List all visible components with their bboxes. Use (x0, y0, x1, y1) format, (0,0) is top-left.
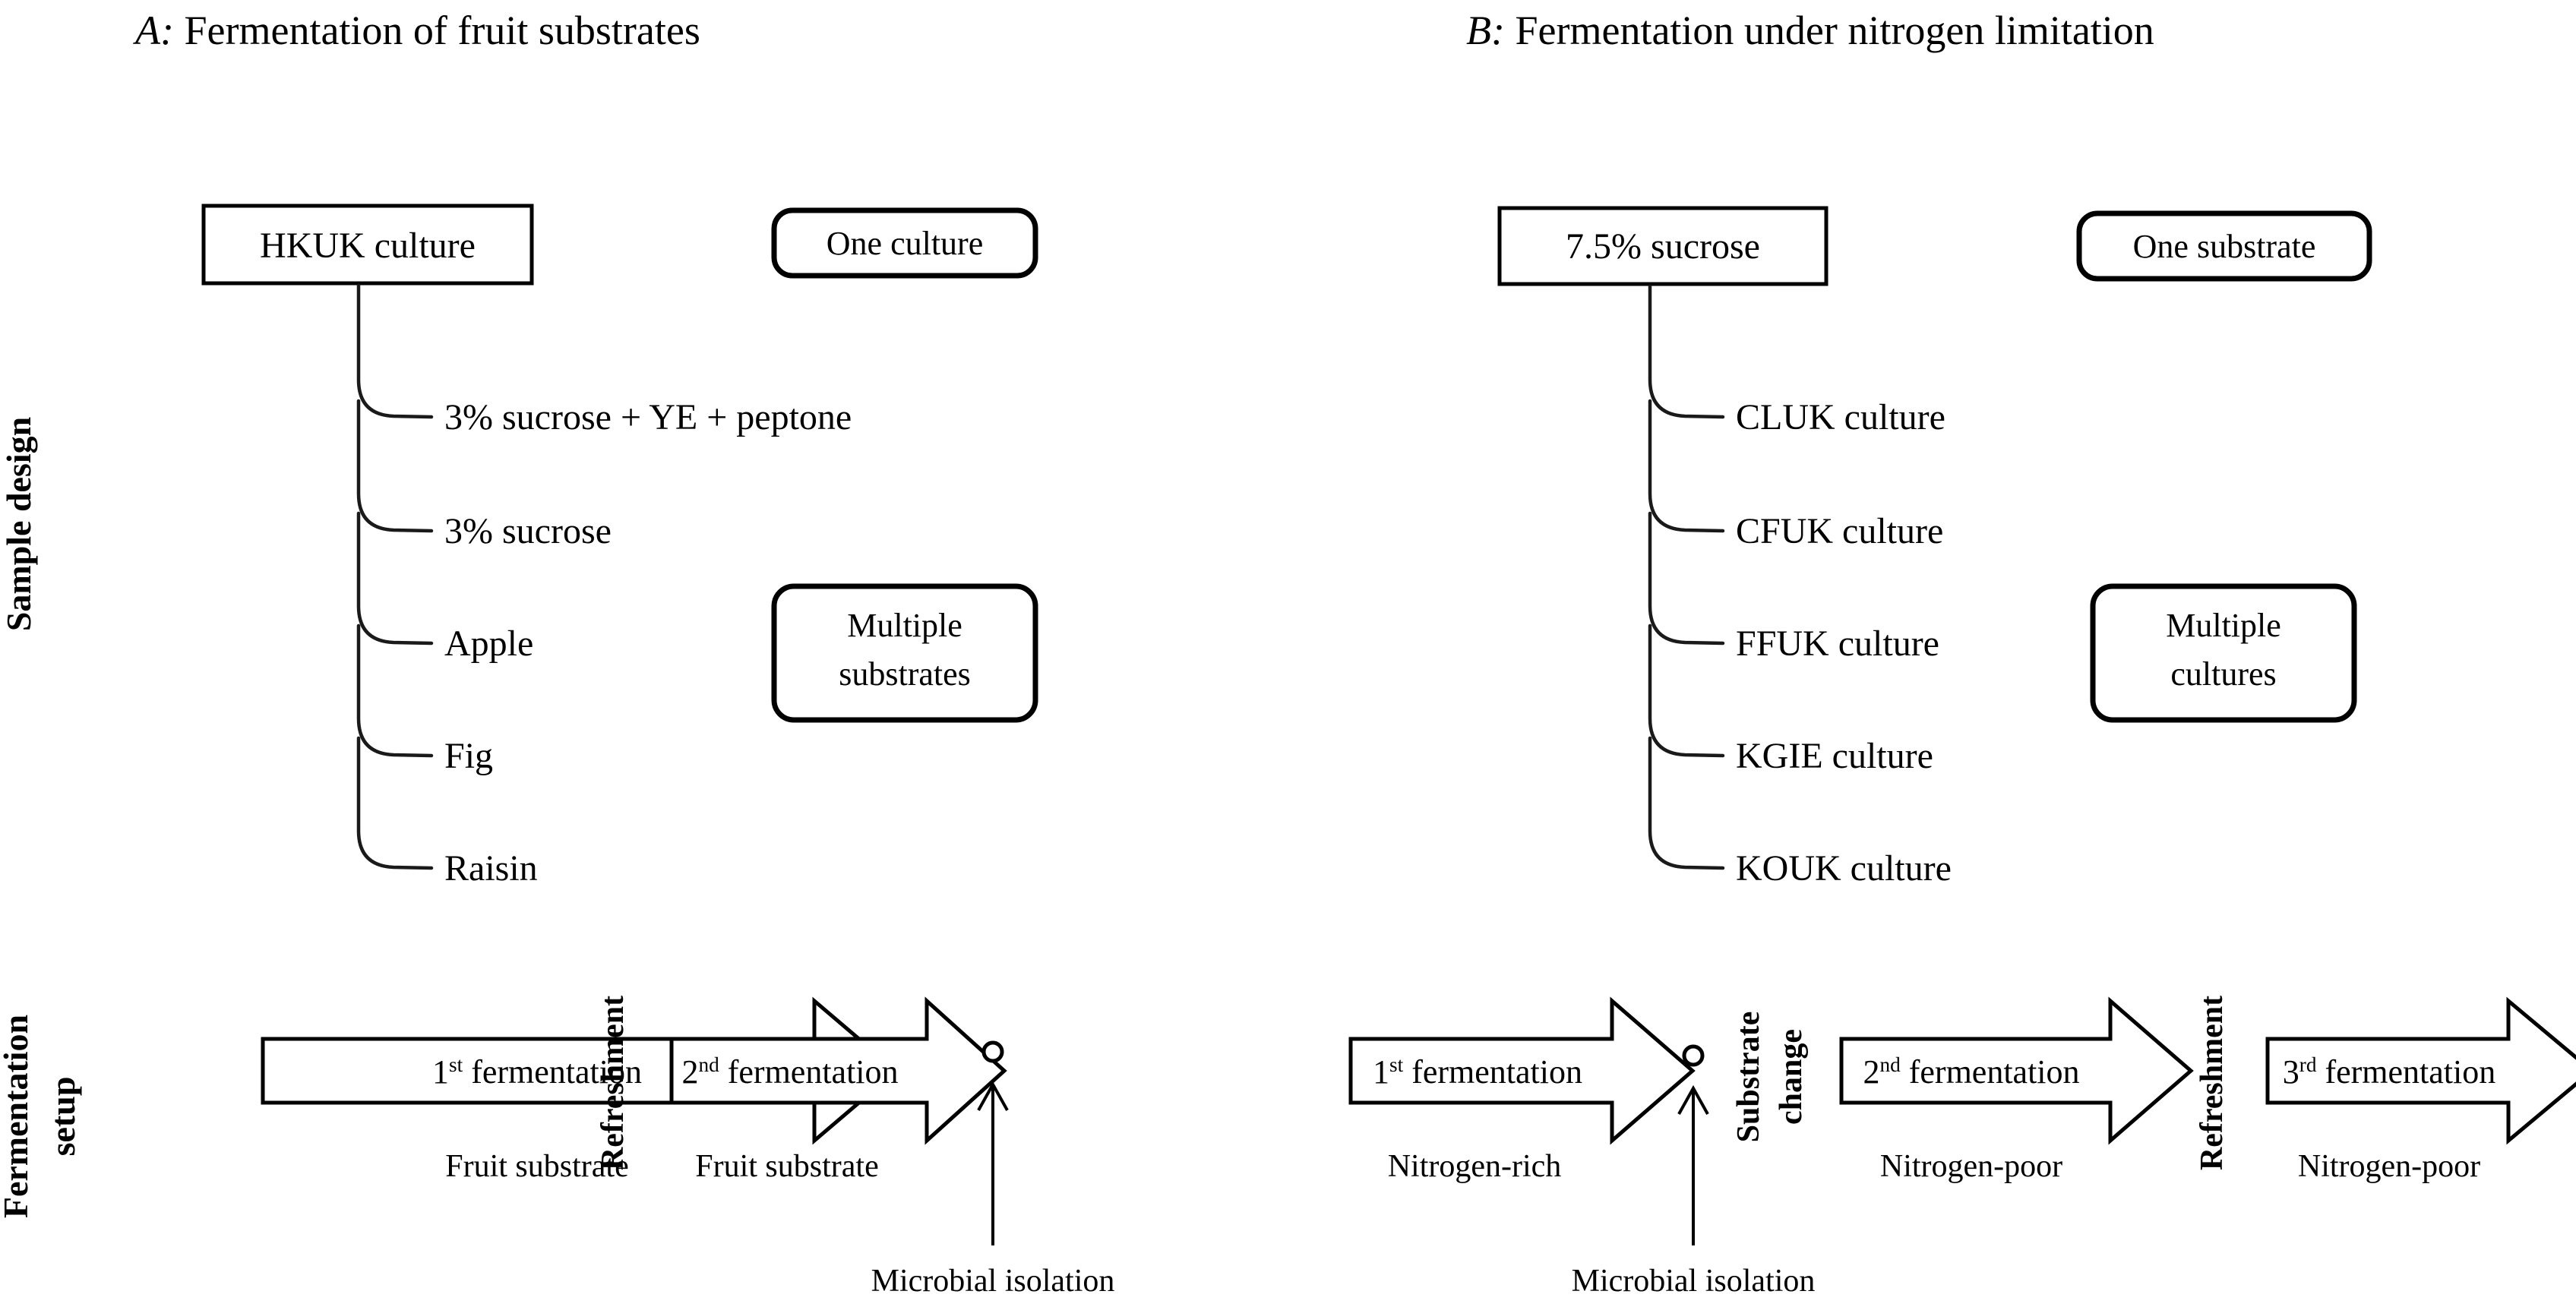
panel-a-isolation-arrow-head (977, 1081, 1009, 1111)
panel-b-step-1-arrow (1348, 996, 1696, 1145)
panel-a-connector-2 (356, 399, 434, 533)
panel-b-legend-one-substrate-box (2076, 210, 2372, 282)
panel-b-step-3-sublabel: Nitrogen-poor (2298, 1149, 2480, 1184)
panel-b-separator-refreshment: Refreshment (2195, 996, 2230, 1170)
panel-a-isolation-label: Microbial isolation (871, 1264, 1115, 1299)
panel-a-step-2-text: fermentation (719, 1053, 899, 1091)
panel-a-separator-refreshment: Refreshment (596, 996, 631, 1170)
panel-a-connector-4 (356, 623, 434, 758)
panel-a-step-1-label: 1st fermentation (432, 1053, 642, 1091)
panel-b-step-3-arrow (2265, 996, 2576, 1145)
panel-b-step-2-text: fermentation (1901, 1053, 2080, 1091)
panel-a-branch-label-2: 3% sucrose (444, 511, 612, 551)
panel-b-step-2-ordinal: 2 (1863, 1053, 1879, 1091)
panel-a-step-2-arrow (669, 996, 1007, 1145)
panel-b-step-1-text: fermentation (1403, 1053, 1582, 1091)
panel-b-connector-3 (1648, 511, 1725, 646)
panel-a-root-box (201, 204, 534, 286)
panel-a-legend-one-culture-box (771, 207, 1038, 279)
panel-a-step-2-ordinal: 2 (681, 1053, 698, 1091)
panel-b-branch-label-2: CFUK culture (1736, 511, 1943, 551)
row-label-fermentation-setup: Fermentation setup (0, 1015, 82, 1218)
panel-a-connector-1 (356, 283, 434, 419)
panel-b-step-2-arrow (1839, 996, 2194, 1145)
panel-b-separator-substrate-change-line2: change (1774, 1029, 1809, 1125)
panel-b-connector-2 (1648, 399, 1725, 533)
panel-b-legend-multiple-cultures-line2: cultures (2170, 655, 2276, 693)
panel-b-step-2-sublabel: Nitrogen-poor (1880, 1149, 2062, 1184)
panel-b-step-3-text: fermentation (2316, 1053, 2495, 1091)
panel-a-title: A: Fermentation of fruit substrates (133, 8, 700, 53)
panel-b-connector-1 (1648, 284, 1725, 419)
panel-a-step-2-sublabel: Fruit substrate (695, 1149, 878, 1184)
panel-b-title-separator: : (1491, 8, 1505, 53)
panel-b-branch-label-3: FFUK culture (1736, 623, 1939, 664)
panel-a-legend-one-culture-label: One culture (827, 225, 983, 262)
panel-b-root-label: 7.5% sucrose (1566, 226, 1760, 267)
panel-a-connector-5 (356, 736, 434, 870)
panel-b-branch-label-5: KOUK culture (1736, 848, 1952, 889)
panel-b: B: Fermentation under nitrogen limitatio… (1348, 8, 2576, 1299)
panel-a: A: Fermentation of fruit substrates HKUK… (133, 8, 1114, 1299)
panel-b-step-1-ordinal: 1 (1373, 1053, 1389, 1091)
panel-a-branch-label-3: Apple (444, 623, 533, 664)
panel-a-root-label: HKUK culture (260, 226, 476, 266)
panel-b-legend-multiple-cultures-line1: Multiple (2166, 607, 2281, 644)
panel-b-isolation-arrow-head (1677, 1084, 1709, 1115)
panel-b-isolation-circle (1682, 1044, 1705, 1067)
panel-a-step-2-label: 2nd fermentation (681, 1053, 898, 1091)
panel-b-separator-substrate-change-line1: Substrate (1731, 1012, 1766, 1143)
panel-a-step-2-ordinal-suffix: nd (698, 1053, 719, 1076)
panel-b-step-1-ordinal-suffix: st (1389, 1053, 1404, 1076)
panel-a-title-text: Fermentation of fruit substrates (174, 8, 700, 53)
panel-a-branch-label-1: 3% sucrose + YE + peptone (444, 397, 852, 437)
panel-a-title-separator: : (160, 8, 174, 53)
panel-b-step-1-label: 1st fermentation (1373, 1053, 1582, 1091)
row-label-fermentation-setup-line2: setup (43, 1077, 82, 1157)
panel-a-legend-multiple-substrates-line1: Multiple (847, 607, 962, 644)
panel-b-branch-connectors (1648, 284, 1725, 870)
panel-b-step-2-ordinal-suffix: nd (1879, 1053, 1901, 1076)
panel-b-step-1-sublabel: Nitrogen-rich (1388, 1149, 1562, 1184)
panel-b-isolation-label: Microbial isolation (1572, 1264, 1816, 1299)
row-label-sample-design: Sample design (0, 417, 38, 631)
panel-b-legend-one-substrate-label: One substrate (2133, 228, 2316, 265)
panel-a-step-1-ordinal: 1 (432, 1053, 449, 1091)
panel-a-branch-label-4: Fig (444, 736, 493, 776)
panel-a-isolation-circle (981, 1040, 1004, 1063)
panel-b-connector-4 (1648, 623, 1725, 758)
panel-a-legend-multiple-substrates-box (771, 583, 1038, 723)
panel-a-step-1-ordinal-suffix: st (449, 1053, 463, 1076)
panel-a-step-1-arrow (261, 996, 899, 1145)
panel-a-step-1-sublabel: Fruit substrate (445, 1149, 628, 1184)
panel-b-legend-multiple-cultures-box (2090, 583, 2357, 723)
panel-a-branch-label-5: Raisin (444, 848, 538, 889)
panel-b-step-3-label: 3rd fermentation (2283, 1053, 2496, 1091)
panel-b-branch-label-4: KGIE culture (1736, 736, 1933, 776)
panel-a-legend-multiple-substrates-line2: substrates (839, 655, 971, 693)
panel-b-connector-5 (1648, 736, 1725, 870)
panel-b-title-text: Fermentation under nitrogen limitation (1505, 8, 2154, 53)
panel-b-root-box (1497, 206, 1828, 286)
panel-a-step-1-text: fermentation (463, 1053, 642, 1091)
panel-a-connector-3 (356, 511, 434, 646)
panel-b-branch-label-1: CLUK culture (1736, 397, 1945, 437)
panel-b-title: B: Fermentation under nitrogen limitatio… (1466, 8, 2154, 53)
panel-b-title-letter: B (1466, 8, 1491, 53)
panel-a-title-letter: A (133, 8, 161, 53)
panel-b-step-3-ordinal: 3 (2283, 1053, 2299, 1091)
row-label-fermentation-setup-line1: Fermentation (0, 1015, 35, 1218)
panel-a-branch-connectors (356, 283, 434, 870)
row-label-sample-design-text: Sample design (0, 417, 38, 631)
panel-b-step-3-ordinal-suffix: rd (2299, 1053, 2317, 1076)
panel-b-step-2-label: 2nd fermentation (1863, 1053, 2079, 1091)
